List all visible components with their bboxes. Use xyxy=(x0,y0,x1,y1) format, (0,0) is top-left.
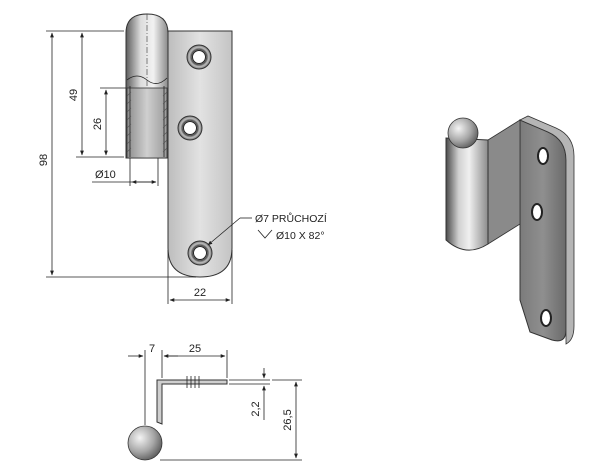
dimension-flange-length: 25 xyxy=(163,343,228,378)
dimension-pin-diameter: Ø10 xyxy=(92,158,159,186)
iso-flange xyxy=(487,119,521,245)
hinge-leaf xyxy=(167,30,233,278)
side-view: 7 25 2,2 26,5 xyxy=(127,343,302,461)
iso-hole-middle xyxy=(531,203,543,221)
dimension-knuckle-height: 49 xyxy=(68,32,124,158)
side-profile xyxy=(156,379,228,425)
dim-label-98: 98 xyxy=(38,154,50,166)
dim-label-25: 25 xyxy=(189,343,201,355)
hole-note: Ø7 PRŮCHOZÍ Ø10 X 82° xyxy=(207,212,327,246)
dimension-leaf-width: 22 xyxy=(167,250,233,304)
dimension-overall-height: 98 xyxy=(38,30,196,278)
pin-bore-section xyxy=(126,87,168,159)
dim-label-pin-diameter: Ø10 xyxy=(95,169,116,181)
isometric-view xyxy=(445,115,575,345)
dim-label-2-2: 2,2 xyxy=(250,401,262,416)
section-hatch xyxy=(126,91,168,153)
iso-knuckle xyxy=(445,137,489,251)
iso-ball xyxy=(447,117,479,149)
dim-label-22: 22 xyxy=(194,287,206,299)
mounting-hole-middle xyxy=(177,115,203,141)
mounting-hole-bottom xyxy=(187,240,213,266)
mounting-hole-top xyxy=(186,44,212,70)
dim-label-26-5: 26,5 xyxy=(282,409,294,430)
iso-hole-top xyxy=(537,147,549,165)
dimension-side-height: 26,5 xyxy=(160,379,302,461)
dim-label-7: 7 xyxy=(149,343,155,355)
hole-note-line1: Ø7 PRŮCHOZÍ xyxy=(255,212,327,225)
side-ball xyxy=(127,425,163,461)
dim-label-26: 26 xyxy=(92,118,104,130)
iso-hole-bottom xyxy=(540,309,552,327)
dimension-bore-depth: 26 xyxy=(92,87,126,156)
front-view: 98 49 26 Ø10 22 xyxy=(38,13,327,304)
dim-label-49: 49 xyxy=(68,89,80,101)
hole-note-line2: Ø10 X 82° xyxy=(276,230,325,242)
dimension-thickness: 2,2 xyxy=(229,368,270,420)
